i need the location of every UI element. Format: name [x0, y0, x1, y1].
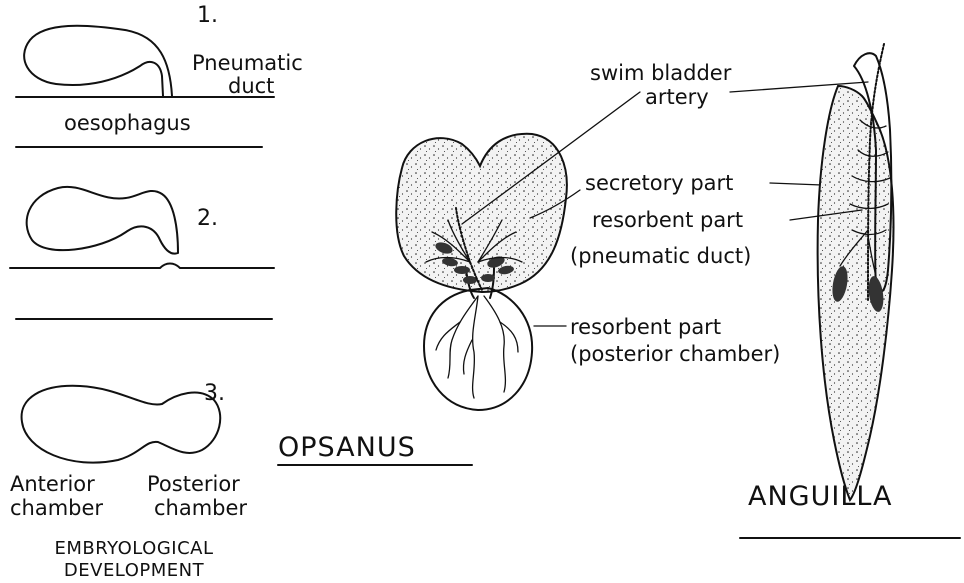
resorbent-duct-label-line2: (pneumatic duct): [570, 244, 751, 268]
opsanus-posterior-veins: [436, 296, 518, 398]
pneumatic-duct-label-line2: duct: [228, 74, 274, 98]
posterior-vein: [484, 296, 505, 392]
oesophagus-label: oesophagus: [64, 111, 191, 135]
anguilla-panel: resorbent part (pneumatic duct) ANGUILLA: [570, 44, 960, 538]
posterior-chamber-label-line1: Posterior: [147, 472, 240, 496]
swim-bladder-artery-label-line2: artery: [645, 85, 709, 109]
stage1-bladder-outline: [24, 26, 172, 96]
stage3-number: 3.: [204, 381, 225, 406]
posterior-vein: [436, 322, 460, 350]
resorbent-duct-label-line1: resorbent part: [592, 208, 743, 232]
gas-gland: [454, 266, 470, 274]
anterior-chamber-label-line2: chamber: [10, 496, 103, 520]
embryology-caption-line1: EMBRYOLOGICAL: [54, 538, 213, 559]
stage2-number: 2.: [197, 206, 218, 231]
opsanus-title: OPSANUS: [278, 432, 416, 463]
anterior-chamber-label-line1: Anterior: [10, 472, 95, 496]
gas-gland: [481, 274, 495, 282]
anguilla-title: ANGUILLA: [748, 481, 893, 512]
posterior-vein: [463, 340, 472, 374]
stage3-bladder-outline: [22, 386, 221, 463]
secretory-part-label: secretory part: [585, 171, 733, 195]
stage2-oesophagus-top: [10, 264, 274, 269]
embryology-caption-line2: DEVELOPMENT: [64, 560, 205, 578]
posterior-chamber-label-line2: chamber: [154, 496, 247, 520]
opsanus-posterior-chamber: [424, 288, 532, 410]
leader-secretory-to-anguilla: [770, 183, 822, 185]
resorbent-posterior-label-line2: (posterior chamber): [570, 342, 780, 366]
stage1-number: 1.: [197, 3, 218, 28]
posterior-vein: [500, 322, 518, 352]
gas-gland: [463, 276, 477, 284]
pneumatic-duct-label-line1: Pneumatic: [192, 51, 303, 75]
posterior-vein: [473, 296, 478, 398]
stage2-bladder-outline: [27, 187, 178, 254]
resorbent-posterior-label-line1: resorbent part: [570, 315, 721, 339]
swim-bladder-artery-label-line1: swim bladder: [590, 61, 732, 85]
embryology-panel: 1. Pneumatic duct oesophagus 2. 3. Anter…: [10, 3, 303, 578]
